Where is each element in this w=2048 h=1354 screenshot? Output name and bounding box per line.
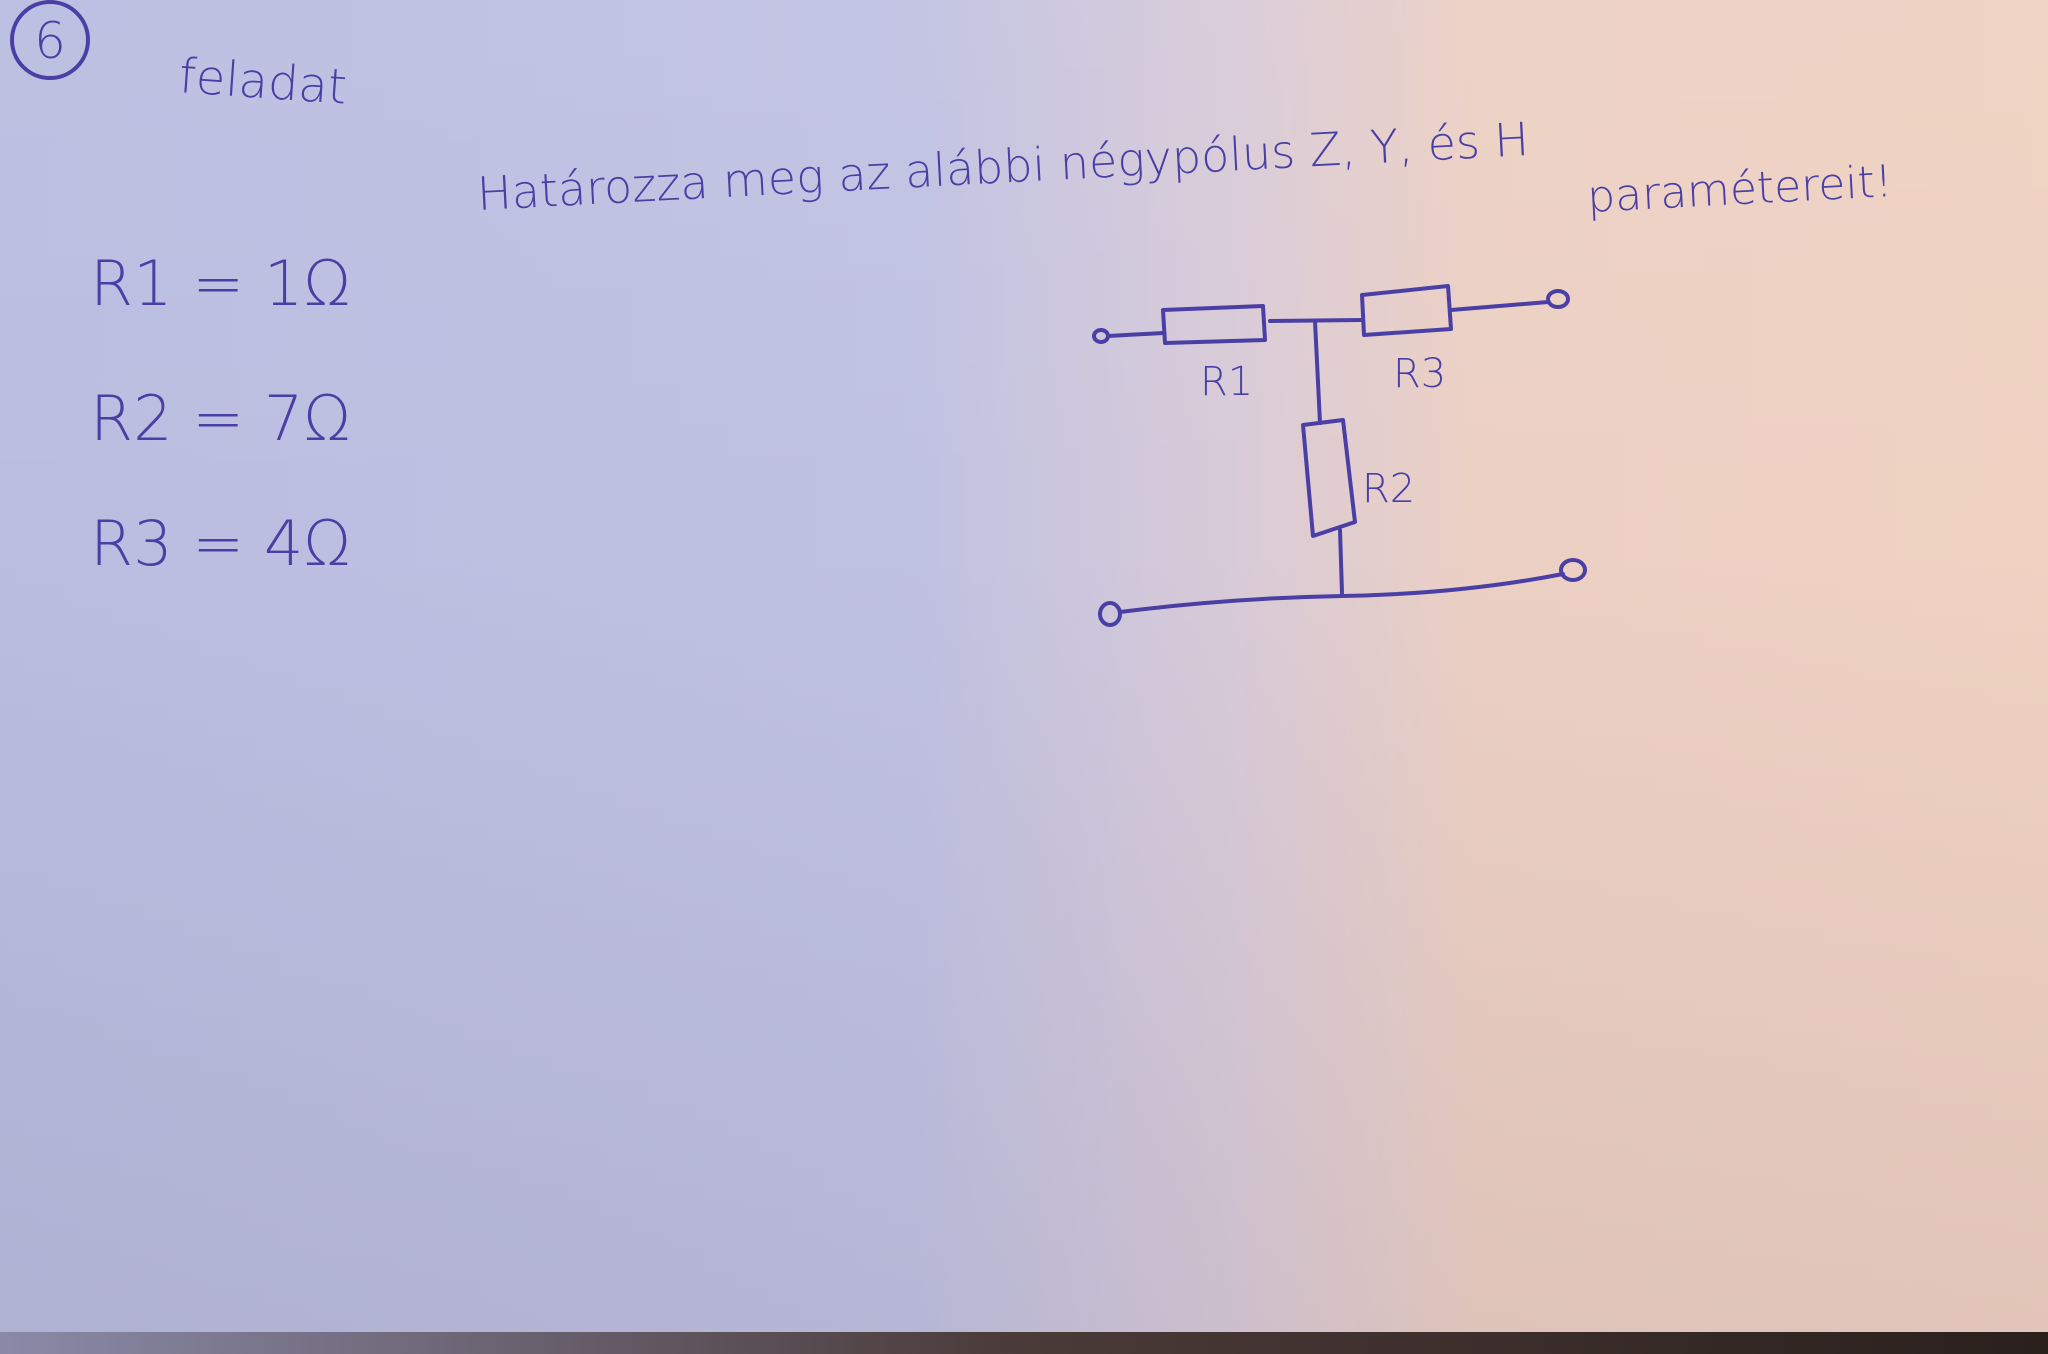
r3-label: R3	[1393, 351, 1446, 397]
ground-wire	[1118, 572, 1565, 614]
wire	[1106, 331, 1165, 338]
resistor-r1	[1161, 304, 1267, 345]
wire	[1313, 319, 1322, 425]
wire	[1338, 528, 1344, 595]
task-number-circle	[10, 0, 90, 80]
given-r1: R1 = 1Ω	[90, 247, 351, 320]
wire	[1449, 300, 1550, 312]
output-terminal-bottom	[1559, 558, 1587, 582]
instruction-line-1: Határozza meg az alábbi négypólus Z, Y, …	[476, 112, 1531, 221]
task-label: feladat	[177, 48, 348, 116]
resistor-r2	[1301, 418, 1357, 538]
output-terminal-top	[1546, 289, 1570, 309]
given-r3: R3 = 4Ω	[90, 507, 351, 580]
t-network-circuit: R1 R3 R2	[1092, 284, 1587, 627]
resistor-r3	[1360, 284, 1453, 337]
given-r2: R2 = 7Ω	[90, 382, 351, 455]
paper-edge	[0, 1332, 2048, 1354]
instruction-line-2: paramétereit!	[1586, 156, 1894, 223]
input-terminal-bottom	[1098, 601, 1122, 627]
task-number-badge: 6	[10, 0, 90, 80]
input-terminal-top	[1092, 328, 1110, 344]
r1-label: R1	[1200, 359, 1253, 405]
task-number: 6	[34, 12, 66, 70]
r2-label: R2	[1362, 466, 1415, 512]
